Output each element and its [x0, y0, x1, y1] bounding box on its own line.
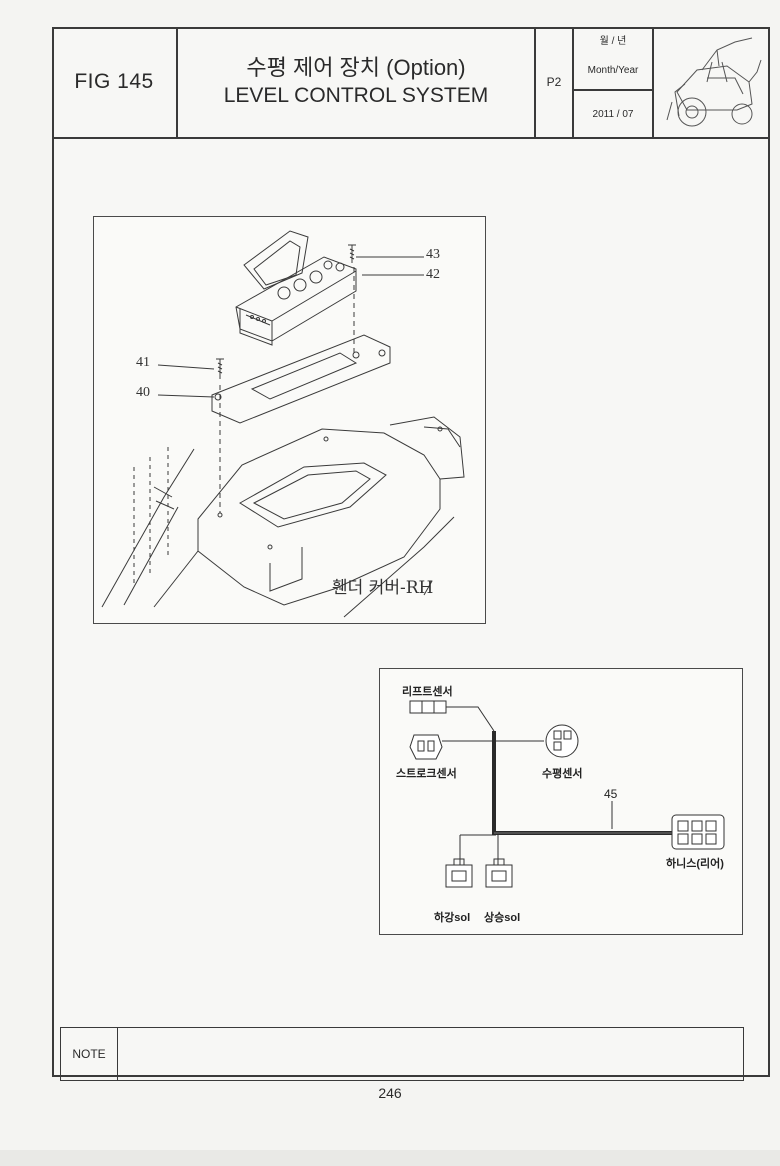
level-sensor-label: 수평센서: [542, 768, 583, 780]
scan-edge: [0, 1150, 780, 1166]
screw-43: [348, 244, 356, 263]
callout-40: 40: [136, 385, 150, 400]
harness-trunk: [492, 731, 672, 835]
note-row: NOTE: [60, 1027, 744, 1081]
exploded-view-drawing: [101, 230, 465, 618]
note-text: [118, 1028, 743, 1080]
page-code: P2: [546, 75, 562, 89]
date-label-english: Month/Year: [574, 51, 652, 91]
title-korean: 수평 제어 장치 (Option): [246, 55, 466, 80]
harness-rear-connector-icon: [671, 814, 725, 850]
stroke-sensor-connector-icon: [409, 734, 443, 760]
tractor-illustration-icon: [666, 37, 762, 127]
page-code-cell: P2: [536, 27, 574, 137]
wiring-diagram: 리프트센서 스트로크센서 수평센서 45 하니스(리어) 하강sol 상승sol: [379, 668, 743, 935]
raise-sol-label: 상승sol: [484, 912, 521, 924]
harness-number-label: 45: [604, 787, 618, 801]
fig-cell: FIG 145: [52, 27, 178, 137]
level-sensor-connector-icon: [545, 724, 579, 758]
lower-sol-connector-icon: [445, 858, 473, 888]
fender-cover-label: 휀더 커버-RH: [332, 578, 434, 598]
callout-43: 43: [426, 247, 440, 262]
title-cell: 수평 제어 장치 (Option) LEVEL CONTROL SYSTEM: [178, 27, 536, 137]
exploded-view-figure: 43 42 41 40 휀더 커버-RH: [93, 216, 486, 624]
wiring-drawing: [409, 700, 725, 888]
title-english: LEVEL CONTROL SYSTEM: [223, 84, 489, 107]
date-cell: 월 / 년 Month/Year 2011 / 07: [574, 27, 654, 137]
date-value: 2011 / 07: [592, 108, 634, 120]
raise-sol-connector-icon: [485, 858, 513, 888]
stroke-sensor-label: 스트로크센서: [396, 768, 457, 780]
screw-41: [216, 358, 224, 379]
lower-sol-label: 하강sol: [434, 912, 471, 924]
note-label: NOTE: [61, 1028, 118, 1080]
fig-number: FIG 145: [74, 70, 154, 93]
display-unit: [243, 230, 309, 290]
harness-rear-label: 하니스(리어): [666, 858, 724, 870]
machine-thumbnail: [654, 27, 770, 137]
fender-cover: [197, 428, 441, 606]
lift-sensor-label: 리프트센서: [402, 686, 453, 698]
page-number: 246: [378, 1085, 402, 1101]
mounting-plate: [211, 334, 391, 424]
lift-sensor-connector-icon: [409, 700, 454, 714]
callout-41: 41: [136, 355, 150, 370]
date-label-korean: 월 / 년: [599, 35, 627, 47]
callout-42: 42: [426, 267, 440, 282]
header-table: FIG 145 수평 제어 장치 (Option) LEVEL CONTROL …: [52, 27, 770, 139]
